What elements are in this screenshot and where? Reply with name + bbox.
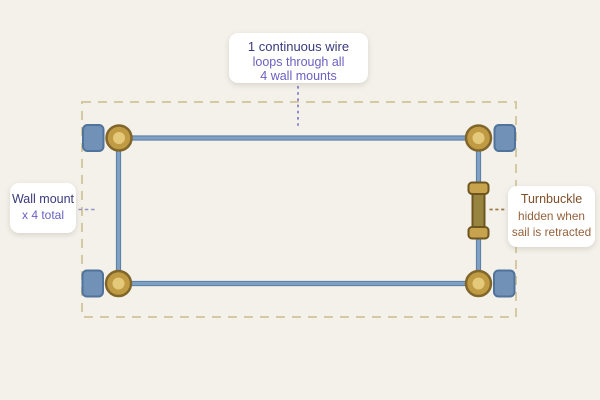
wire-callout-line: 4 wall mounts <box>260 69 337 83</box>
turnbuckle-callout-card: Turnbuckle hidden when sail is retracted <box>508 186 595 247</box>
wire-loop-edge <box>115 135 482 287</box>
turnbuckle-body <box>471 189 486 233</box>
wire-loop-core <box>117 136 480 285</box>
wall-bracket-icon <box>493 269 516 298</box>
wire-loop <box>115 135 482 287</box>
turnbuckle-callout-line: hidden when <box>518 209 585 223</box>
pulley-top-left-hub <box>113 132 125 144</box>
wall-mount-pulley-icon <box>464 269 493 298</box>
wall-bracket-icon <box>81 269 104 298</box>
wall-mount-pulley-icon <box>464 124 493 152</box>
turnbuckle-callout-title: Turnbuckle <box>520 192 583 206</box>
pulley-bottom-right-hub <box>472 277 485 290</box>
turnbuckle-top-cap <box>467 181 490 195</box>
wall-bracket-icon <box>82 124 105 152</box>
pulley-bottom-left-hub <box>112 277 125 290</box>
wall-mount-callout-title: Wall mount <box>11 192 75 206</box>
wire-callout-card: 1 continuous wire loops through all 4 wa… <box>229 33 368 83</box>
wall-mount-callout-line: x 4 total <box>21 208 65 222</box>
turnbuckle-callout-line: sail is retracted <box>511 225 592 239</box>
turnbuckle-icon <box>467 181 490 240</box>
wall-mount-pulley-icon <box>104 269 133 298</box>
wire-callout-line: loops through all <box>252 55 345 69</box>
wall-bracket-icon <box>493 124 516 152</box>
wall-mount-pulley-icon <box>105 124 133 152</box>
wire-callout-title: 1 continuous wire <box>247 39 350 54</box>
pulley-top-right-hub <box>472 132 485 144</box>
wall-mount-callout-card: Wall mount x 4 total <box>10 183 76 233</box>
turnbuckle-bottom-cap <box>467 226 490 240</box>
